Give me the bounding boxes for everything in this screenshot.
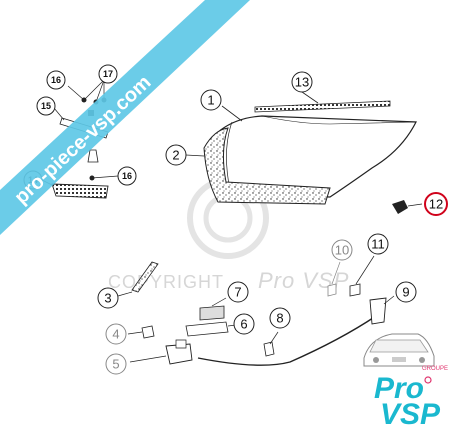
callout-16-bottom[interactable]: 16 bbox=[117, 166, 137, 186]
logo-vsp: VSP bbox=[380, 398, 441, 431]
part-1-hood bbox=[211, 105, 417, 198]
part-13-trim-strip bbox=[254, 91, 391, 113]
svg-text:2: 2 bbox=[172, 148, 179, 163]
svg-text:8: 8 bbox=[276, 311, 283, 326]
part-7-stop bbox=[199, 297, 227, 321]
callout-12[interactable]: 12 bbox=[424, 192, 448, 216]
callout-7[interactable]: 7 bbox=[227, 281, 249, 303]
callout-16-top[interactable]: 16 bbox=[46, 70, 66, 90]
part-8-cable-clip bbox=[263, 331, 279, 357]
svg-text:3: 3 bbox=[104, 291, 111, 306]
part-5-hood-lock bbox=[129, 339, 193, 365]
callout-15[interactable]: 15 bbox=[36, 96, 56, 116]
car-sketch-icon bbox=[363, 333, 435, 367]
part-3-prop-rod bbox=[117, 261, 159, 297]
svg-text:1: 1 bbox=[207, 93, 214, 108]
svg-text:16: 16 bbox=[122, 171, 132, 181]
svg-text:15: 15 bbox=[41, 101, 51, 111]
callout-3[interactable]: 3 bbox=[97, 287, 119, 309]
callout-17[interactable]: 17 bbox=[98, 64, 118, 84]
watermark-copyright: COPYRIGHT bbox=[108, 272, 224, 292]
svg-text:4: 4 bbox=[112, 327, 119, 342]
svg-text:13: 13 bbox=[295, 75, 309, 90]
svg-text:16: 16 bbox=[51, 75, 61, 85]
logo-pro: Pro bbox=[374, 372, 424, 405]
svg-text:12: 12 bbox=[429, 197, 443, 212]
callout-1[interactable]: 1 bbox=[200, 89, 222, 111]
part-12-bracket bbox=[392, 200, 423, 214]
svg-text:10: 10 bbox=[335, 243, 349, 258]
callout-9[interactable]: 9 bbox=[395, 281, 417, 303]
part-4-clip bbox=[127, 325, 155, 339]
part-6-latch-plate bbox=[185, 321, 237, 337]
callout-11[interactable]: 11 bbox=[367, 233, 389, 255]
callout-2[interactable]: 2 bbox=[165, 144, 187, 166]
svg-text:6: 6 bbox=[240, 317, 247, 332]
svg-text:7: 7 bbox=[234, 285, 241, 300]
part-9-release-cable bbox=[197, 295, 395, 366]
callout-6[interactable]: 6 bbox=[233, 313, 255, 335]
provsp-logo: Pro VSP GROUPE bbox=[374, 366, 448, 431]
callout-13[interactable]: 13 bbox=[291, 71, 313, 93]
part-11-bracket bbox=[349, 255, 375, 297]
logo-groupe: GROUPE bbox=[422, 366, 448, 372]
svg-text:9: 9 bbox=[402, 285, 409, 300]
svg-text:17: 17 bbox=[103, 69, 113, 79]
callout-10[interactable]: 10 bbox=[331, 239, 353, 261]
part-2-hood-seal bbox=[185, 127, 331, 205]
svg-text:5: 5 bbox=[112, 357, 119, 372]
callout-5[interactable]: 5 bbox=[105, 353, 127, 375]
callout-4[interactable]: 4 bbox=[105, 323, 127, 345]
svg-text:11: 11 bbox=[371, 237, 385, 252]
callout-8[interactable]: 8 bbox=[269, 307, 291, 329]
part-10-bracket bbox=[327, 261, 341, 297]
